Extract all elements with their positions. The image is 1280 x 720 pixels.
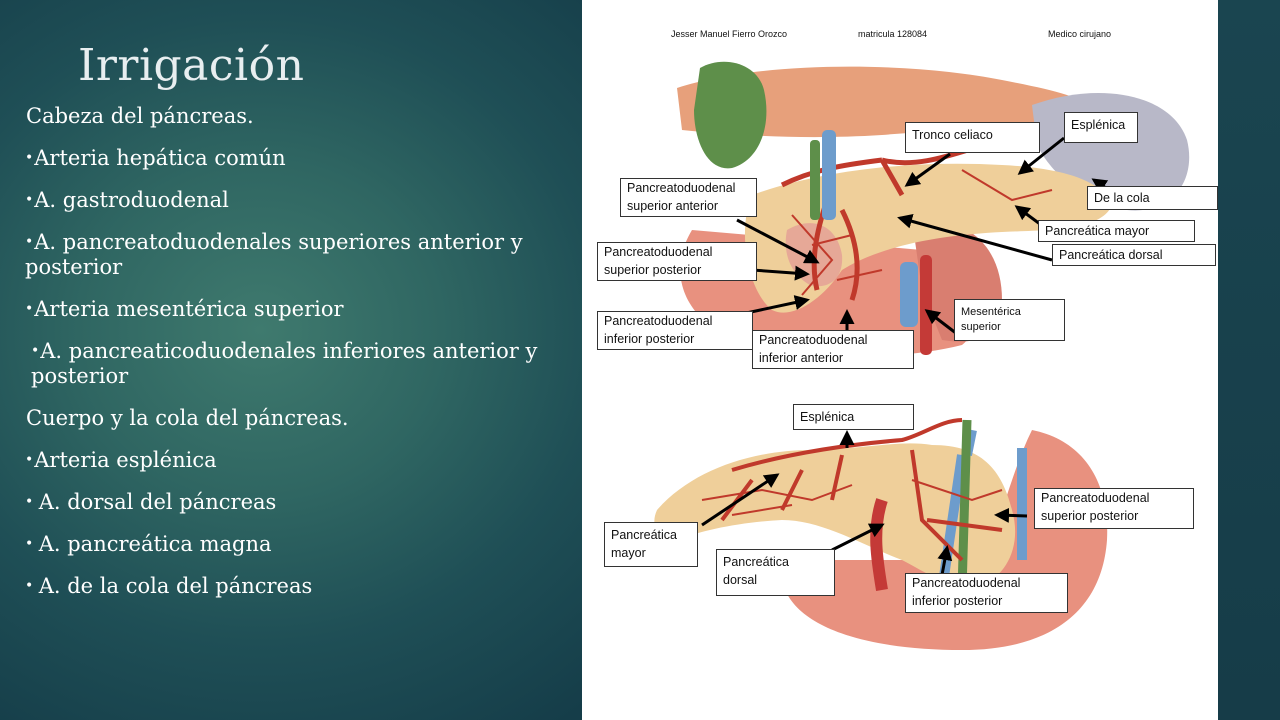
bullet-dot: • <box>25 192 34 208</box>
label-pancreatoduodenal-superior-anterior: Pancreatoduodenal superior anterior <box>620 178 757 217</box>
bullet-dot: • <box>25 578 38 594</box>
bullet-item: Cuerpo y la cola del páncreas. <box>26 406 349 430</box>
label-pancreatoduodenal-inferior-posterior-bottom: Pancreatoduodenal inferior posterior <box>905 573 1068 613</box>
label-pancreatica-mayor-top: Pancreática mayor <box>1038 220 1195 242</box>
bullet-item: •Arteria esplénica <box>25 448 217 472</box>
label-pancreatoduodenal-superior-posterior-top: Pancreatoduodenal superior posterior <box>597 242 757 281</box>
author-role: Medico cirujano <box>1048 29 1112 39</box>
bullet-list: Cabeza del páncreas. •Arteria hepática c… <box>25 104 581 616</box>
bullet-item: •A. pancreaticoduodenales inferiores ant… <box>31 339 538 388</box>
bullet-dot: • <box>31 343 40 359</box>
bullet-item: • A. pancreática magna <box>25 532 272 556</box>
lower-label-arrows <box>701 430 1028 576</box>
bullet-dot: • <box>25 452 34 468</box>
bullet-dot: • <box>25 150 34 166</box>
label-pancreatica-dorsal-top: Pancreática dorsal <box>1052 244 1216 266</box>
bullet-item: • A. de la cola del páncreas <box>25 574 313 598</box>
label-esplenica-bottom: Esplénica <box>793 404 914 430</box>
bullet-dot: • <box>25 301 34 317</box>
label-pancreatoduodenal-inferior-posterior-top: Pancreatoduodenal inferior posterior <box>597 311 753 350</box>
bullet-item: •Arteria hepática común <box>25 146 286 170</box>
right-edge-band <box>1218 0 1280 720</box>
bullet-dot: • <box>25 234 34 250</box>
label-pancreatoduodenal-inferior-anterior: Pancreatoduodenal inferior anterior <box>752 330 914 369</box>
anatomy-figure: Jesser Manuel Fierro Orozco matricula 12… <box>582 0 1218 720</box>
bullet-item: Cabeza del páncreas. <box>26 104 254 128</box>
label-pancreatica-mayor-bottom: Pancreática mayor <box>604 522 698 567</box>
label-mesenterica-superior: Mesentérica superior <box>954 299 1065 341</box>
bullet-item: •A. pancreatoduodenales superiores anter… <box>25 230 523 279</box>
bullet-dot: • <box>25 536 38 552</box>
upper-label-arrows <box>736 136 1128 342</box>
label-tronco-celiaco: Tronco celiaco <box>905 122 1040 153</box>
label-pancreatoduodenal-superior-posterior-bottom: Pancreatoduodenal superior posterior <box>1034 488 1194 529</box>
bullet-item: •A. gastroduodenal <box>25 188 229 212</box>
label-esplenica-top: Esplénica <box>1064 112 1138 143</box>
bullet-item: •Arteria mesentérica superior <box>25 297 344 321</box>
label-de-la-cola: De la cola <box>1087 186 1218 210</box>
bullet-dot: • <box>25 494 38 510</box>
bullet-item: • A. dorsal del páncreas <box>25 490 277 514</box>
author-name: Jesser Manuel Fierro Orozco <box>671 29 788 39</box>
label-pancreatica-dorsal-bottom: Pancreática dorsal <box>716 549 835 596</box>
matricula: matricula 128084 <box>858 29 928 39</box>
slide-title: Irrigación <box>78 40 305 91</box>
lower-pancreas-illustration <box>654 418 1108 650</box>
